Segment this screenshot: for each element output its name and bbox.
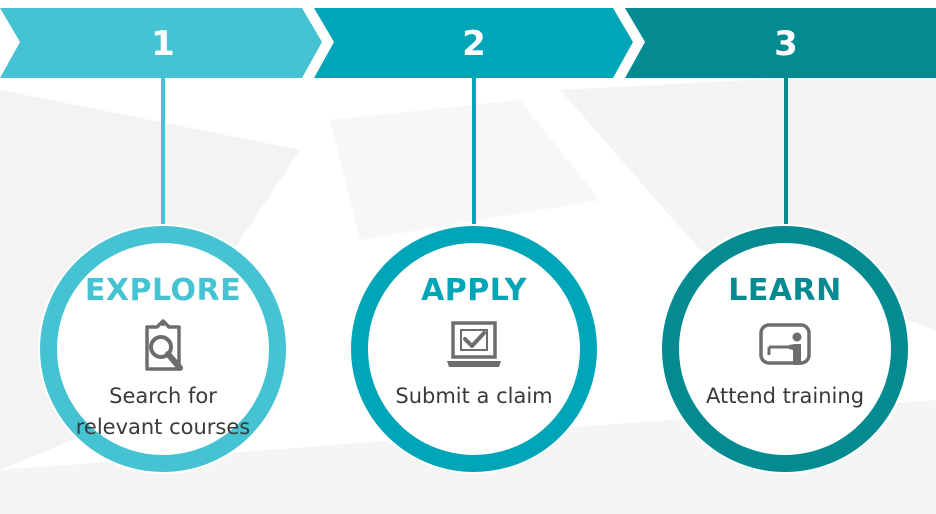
step-2-title: APPLY (421, 273, 527, 308)
step-3-title: LEARN (728, 273, 842, 308)
step-3-circle: LEARN Attend training (662, 226, 908, 472)
presenter-board-icon (759, 323, 811, 365)
step-2-description: Submit a claim (395, 384, 553, 408)
step-2-number: 2 (462, 24, 486, 64)
step-3-description: Attend training (705, 384, 865, 408)
clipboard-search-icon (145, 319, 183, 371)
step-arrow-banner (0, 8, 936, 78)
step-3-number: 3 (774, 24, 798, 64)
step-2-connector (472, 78, 476, 248)
step-3-arrow (625, 8, 936, 78)
step-1-arrow (0, 8, 322, 78)
step-1-title: EXPLORE (84, 273, 242, 308)
laptop-check-icon (447, 321, 501, 367)
step-3-connector (784, 78, 788, 248)
step-1-connector (161, 78, 165, 248)
step-2-arrow (314, 8, 633, 78)
step-1-description: Search for relevant courses (75, 384, 251, 439)
step-1-number: 1 (151, 24, 175, 64)
step-1-circle: EXPLORE Search for relevant courses (40, 226, 286, 472)
step-2-circle: APPLY Submit a claim (351, 226, 597, 472)
